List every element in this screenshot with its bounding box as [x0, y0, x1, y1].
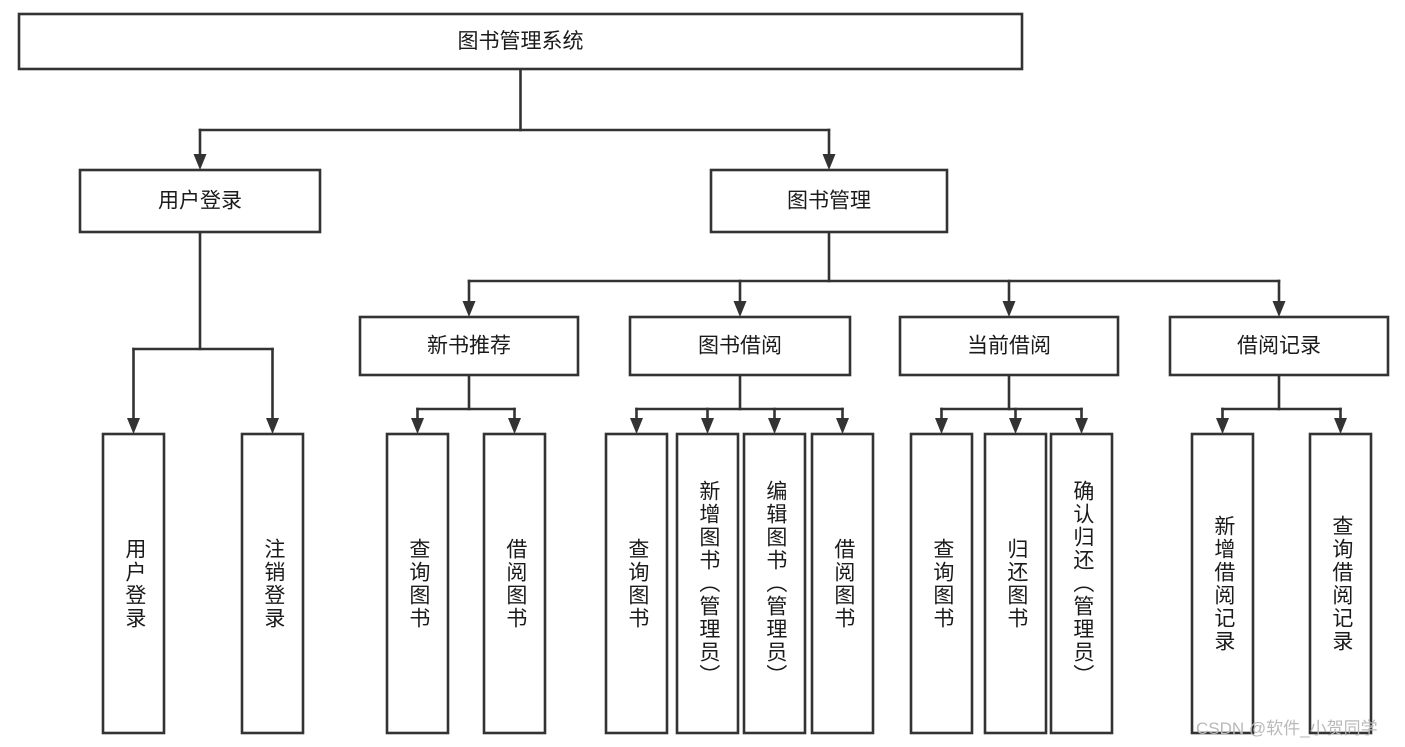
arrow-head-icon: [1075, 418, 1088, 434]
arrow-head-icon: [462, 301, 476, 317]
node-box-leaf-confirm-return[interactable]: [1049, 432, 1114, 735]
arrow-head-icon: [1009, 418, 1022, 434]
node-box-leaf-borrow-book-1[interactable]: [482, 432, 547, 735]
node-label-root: 图书管理系统: [458, 30, 584, 53]
node-box-new-book-rec[interactable]: [358, 315, 580, 377]
node-box-layer: [17, 12, 1390, 735]
arrow-head-icon: [508, 418, 521, 434]
node-box-leaf-edit-book[interactable]: [742, 432, 807, 735]
arrow-head-icon: [1002, 301, 1016, 317]
watermark-csdn: CSDN @软件_小贺同学: [1196, 719, 1378, 738]
arrow-head-icon: [701, 418, 714, 434]
node-box-leaf-user-logout[interactable]: [240, 432, 305, 735]
node-box-leaf-borrow-book-2[interactable]: [810, 432, 875, 735]
connector-layer: [127, 67, 1347, 434]
node-box-leaf-add-record[interactable]: [1190, 432, 1255, 735]
arrow-head-icon: [935, 418, 948, 434]
arrow-head-icon: [411, 418, 424, 434]
node-box-book-borrow[interactable]: [628, 315, 852, 377]
node-label-current-borrow: 当前借阅: [967, 335, 1051, 358]
node-label-user-login: 用户登录: [158, 190, 242, 213]
arrow-head-icon: [768, 418, 781, 434]
arrow-head-icon: [630, 418, 643, 434]
arrow-head-icon: [1216, 418, 1229, 434]
arrow-head-icon: [127, 418, 140, 434]
node-box-leaf-user-login[interactable]: [101, 432, 166, 735]
arrow-head-icon: [822, 154, 836, 170]
node-box-borrow-record[interactable]: [1168, 315, 1390, 377]
arrow-head-icon: [733, 301, 747, 317]
node-box-leaf-query-book-3[interactable]: [909, 432, 974, 735]
node-box-user-login[interactable]: [78, 168, 322, 234]
arrow-head-icon: [1272, 301, 1286, 317]
node-box-leaf-return-book[interactable]: [983, 432, 1048, 735]
arrow-head-icon: [266, 418, 279, 434]
node-label-book-manage: 图书管理: [787, 190, 871, 213]
arrow-head-icon: [193, 154, 207, 170]
arrow-head-icon: [1334, 418, 1347, 434]
node-label-book-borrow: 图书借阅: [698, 335, 782, 358]
node-box-book-manage[interactable]: [709, 168, 949, 234]
node-label-borrow-record: 借阅记录: [1237, 335, 1321, 358]
arrow-head-icon: [836, 418, 849, 434]
node-label-new-book-rec: 新书推荐: [427, 335, 511, 358]
node-box-leaf-add-book[interactable]: [675, 432, 740, 735]
node-box-leaf-query-book-1[interactable]: [385, 432, 450, 735]
node-box-root[interactable]: [17, 12, 1024, 71]
node-box-leaf-query-record[interactable]: [1308, 432, 1373, 735]
node-box-leaf-query-book-2[interactable]: [604, 432, 669, 735]
node-box-current-borrow[interactable]: [898, 315, 1120, 377]
